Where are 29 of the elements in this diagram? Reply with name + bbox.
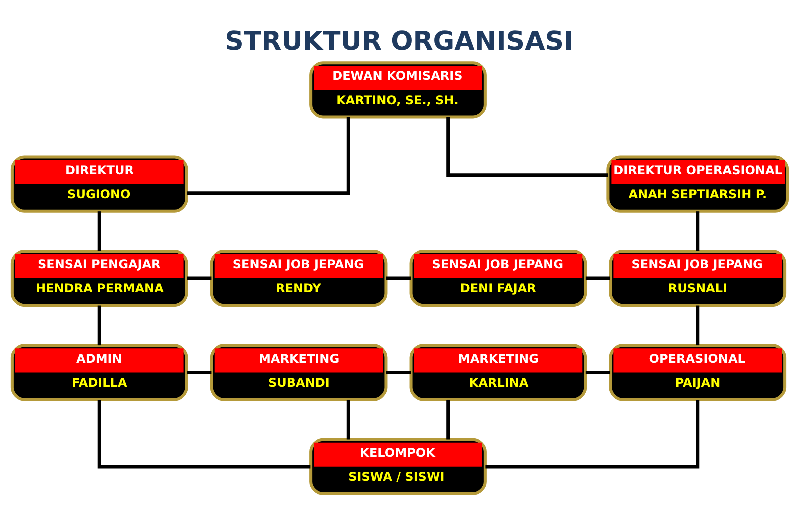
node-box: MARKETING KARLINA <box>410 344 588 401</box>
connector <box>98 305 102 346</box>
connector <box>187 116 350 195</box>
connector <box>446 399 450 440</box>
node-box: KELOMPOK SISWA / SISWI <box>310 438 487 495</box>
node-box: SENSAI JOB JEPANG RENDY <box>210 249 388 307</box>
connector <box>187 276 212 280</box>
connector <box>187 370 212 374</box>
connector <box>346 399 350 440</box>
connector <box>586 370 611 374</box>
connector <box>586 276 611 280</box>
connector <box>386 370 412 374</box>
connector <box>696 305 700 346</box>
node-box: OPERASIONAL PAIJAN <box>609 344 787 401</box>
node-box: DIREKTUR SUGIONO <box>10 155 188 212</box>
diagram-title: STRUKTUR ORGANISASI <box>225 26 574 56</box>
node-box: DEWAN KOMISARIS KARTINO, SE., SH. <box>310 61 487 118</box>
connector <box>446 117 608 177</box>
connector <box>386 276 412 280</box>
node-box: ADMIN FADILLA <box>10 344 188 401</box>
node-box: MARKETING SUBANDI <box>210 344 388 401</box>
connector <box>98 211 102 251</box>
node-box: DIREKTUR OPERASIONAL ANAH SEPTIARSIH P. <box>606 155 790 212</box>
node-box: SENSAI JOB JEPANG DENI FAJAR <box>410 249 588 307</box>
connector <box>486 399 700 468</box>
connector <box>696 211 700 251</box>
connector <box>98 399 311 468</box>
node-box: SENSAI PENGAJAR HENDRA PERMANA <box>10 249 188 307</box>
node-box: SENSAI JOB JEPANG RUSNALI <box>609 249 787 307</box>
